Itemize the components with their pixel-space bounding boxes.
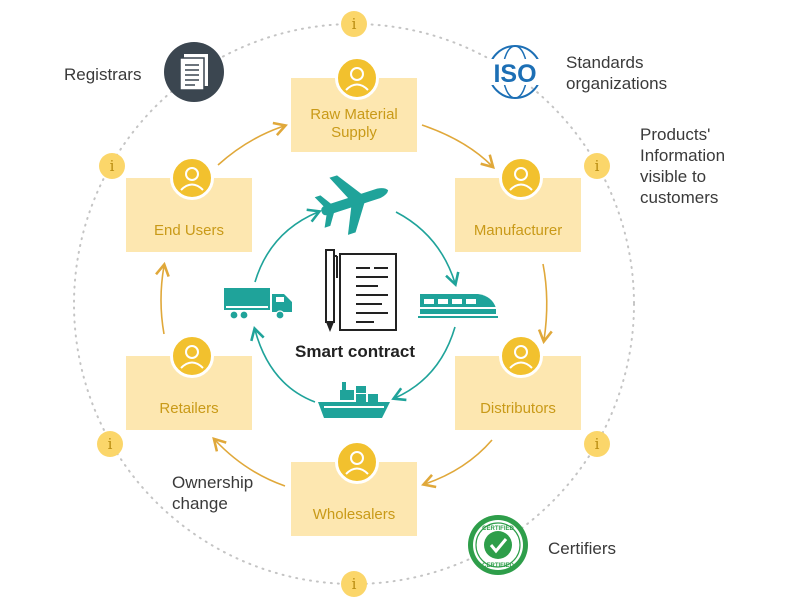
document-icon (164, 42, 224, 102)
info-icon: i (341, 11, 367, 37)
node-label: Distributors (480, 400, 556, 417)
standards-organizations-label: Standards organizations (566, 53, 668, 93)
flow-arrow-raw-to-manufacturer (421, 124, 495, 169)
airplane-icon (314, 175, 389, 235)
node-end-users: End Users (126, 156, 252, 252)
certified-stamp-text-bottom: CERTIFIED (482, 563, 514, 569)
person-icon (335, 56, 379, 100)
flow-arrow-manufacturer-to-distributors (537, 263, 553, 345)
ship-icon (318, 382, 390, 418)
registrars-label: Registrars (64, 65, 142, 84)
flow-arrow-retailers-to-endusers (155, 261, 170, 335)
smart-contract-label: Smart contract (295, 342, 415, 361)
products-information-label: Products' Information visible to custome… (640, 125, 726, 207)
node-distributors: Distributors (455, 334, 581, 430)
transport-arrow-plane-to-train (395, 211, 460, 287)
node-label: Raw Material Supply (310, 106, 398, 141)
node-label: End Users (153, 222, 225, 239)
truck-icon (224, 288, 292, 320)
person-icon (335, 440, 379, 484)
outer-ring (73, 23, 635, 585)
flow-arrow-endusers-to-raw (217, 121, 288, 166)
transport-arrow-train-to-ship (391, 326, 456, 402)
node-label: Wholesalers (312, 506, 396, 523)
info-icon: i (99, 153, 125, 179)
person-icon (499, 334, 543, 378)
node-label: Manufacturer (473, 222, 563, 239)
node-wholesalers: Wholesalers (291, 440, 417, 536)
flow-arrow-distributors-to-wholesalers (421, 439, 493, 489)
contract-pen-icon (325, 249, 397, 332)
train-icon (418, 294, 498, 318)
node-label: Retailers (159, 400, 219, 417)
node-raw-material-supply: Raw Material Supply (291, 56, 417, 152)
person-icon (499, 156, 543, 200)
info-icon: i (584, 153, 610, 179)
ownership-change-label: Ownership change (172, 473, 254, 513)
info-icon: i (341, 571, 367, 597)
info-icon: i (97, 431, 123, 457)
node-retailers: Retailers (126, 334, 252, 430)
info-icon: i (584, 431, 610, 457)
iso-logo-icon: ISO (484, 45, 546, 99)
transport-arrow-ship-to-truck (250, 325, 316, 403)
certified-stamp-text-top: CERTIFIED (482, 526, 514, 532)
certified-badge-icon: CERTIFIED CERTIFIED (468, 515, 528, 575)
transport-arrow-truck-to-plane (254, 208, 322, 283)
certifiers-label: Certifiers (548, 539, 617, 558)
iso-logo-text: ISO (493, 60, 536, 88)
person-icon (170, 156, 214, 200)
flow-arrow-wholesalers-to-retailers (212, 436, 286, 487)
node-manufacturer: Manufacturer (455, 156, 581, 252)
person-icon (170, 334, 214, 378)
